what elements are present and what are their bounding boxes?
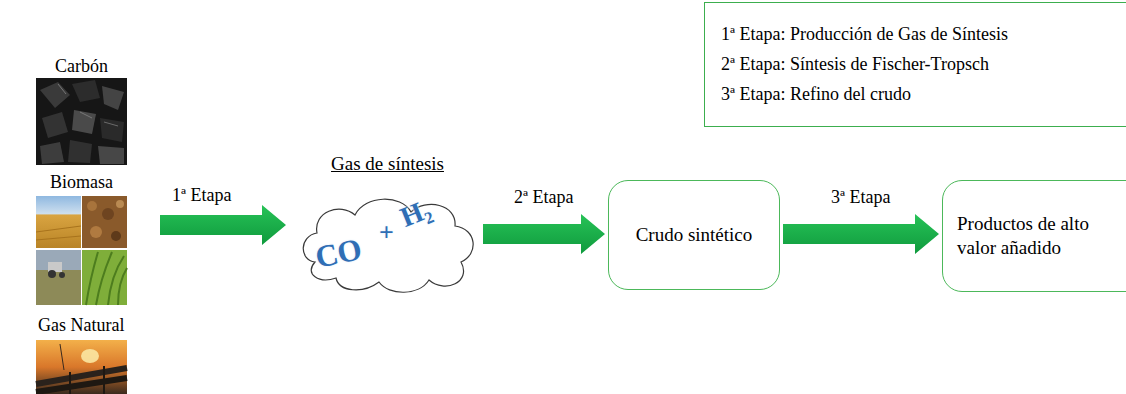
stage-label: 2ª Etapa	[512, 186, 575, 208]
node-text: 3ª Etapa: Refino del crudo	[721, 79, 1126, 109]
node-text: Productos de alto valor añadido	[957, 212, 1125, 260]
stage-label: 3ª Etapa	[829, 186, 892, 208]
source-label: Biomasa	[50, 171, 113, 193]
stage-label: 1ª Etapa	[172, 184, 231, 206]
stage-arrow	[160, 205, 286, 245]
formula-text: +	[379, 220, 394, 246]
natural-gas-picture	[36, 340, 127, 394]
stage-arrow	[783, 214, 939, 254]
source-label: Carbón	[55, 55, 108, 77]
coal-picture	[36, 78, 127, 165]
process-box: Productos de alto valor añadido	[942, 180, 1126, 292]
node-text: Crudo sintético	[636, 223, 753, 247]
cloud-heading: Gas de síntesis	[295, 152, 480, 176]
process-box: Crudo sintético	[608, 180, 780, 290]
stage-key-box: 1ª Etapa: Producción de Gas de Síntesis2…	[704, 2, 1126, 127]
biomass-picture	[36, 196, 127, 305]
stage-arrow	[483, 214, 605, 254]
source-label: Gas Natural	[38, 314, 124, 336]
syngas-cloud: Gas de síntesisCO+H₂	[295, 190, 480, 300]
node-text: 1ª Etapa: Producción de Gas de Síntesis	[721, 19, 1126, 49]
cloud-path	[303, 199, 473, 292]
node-text: 2ª Etapa: Síntesis de Fischer-Tropsch	[721, 49, 1126, 79]
formula-text: CO	[313, 233, 365, 273]
